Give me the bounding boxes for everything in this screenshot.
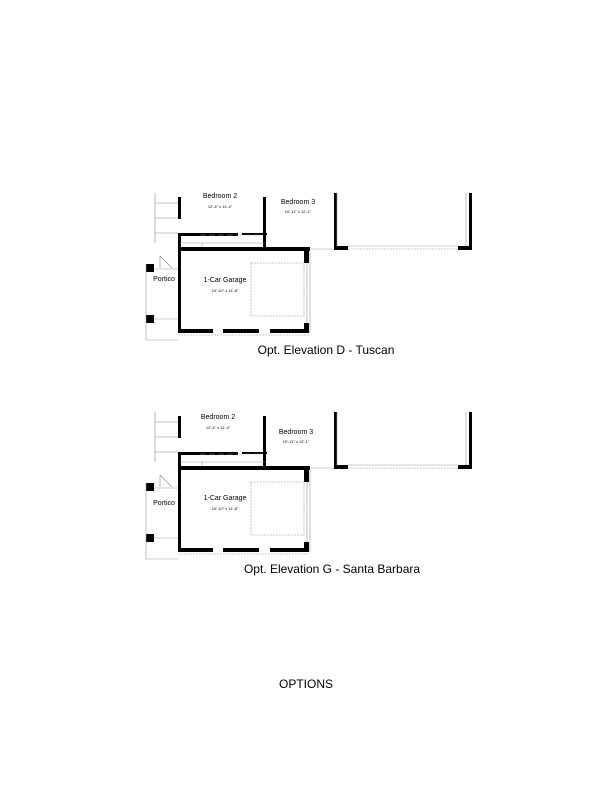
room-dim-garage: 10'-10" x 11'-8" [211,506,239,511]
room-dim-bedroom3: 10'-11" x 12'-1" [282,439,310,444]
room-label-garage: 1-Car Garage [203,495,247,502]
room-dim-bedroom2: 12'-4" x 11'-4" [205,425,231,430]
room-label-portico: Portico [153,276,175,283]
room-label-bedroom3: Bedroom 3 [280,199,316,206]
options-title: OPTIONS [278,677,334,691]
room-label-bedroom2: Bedroom 2 [200,414,236,421]
plan-elevation-d [145,192,473,341]
room-dim-garage: 10'-10" x 11'-8" [211,288,239,293]
room-dim-bedroom3: 10'-11" x 12'-1" [284,209,312,214]
plan-caption: Opt. Elevation G - Santa Barbara [243,562,421,576]
room-label-bedroom2: Bedroom 2 [202,193,238,200]
room-label-garage: 1-Car Garage [203,277,247,284]
room-label-bedroom3: Bedroom 3 [278,429,314,436]
room-dim-bedroom2: 12'-4" x 11'-4" [207,204,233,209]
room-label-portico: Portico [153,500,175,507]
plan-caption: Opt. Elevation D - Tuscan [257,343,395,357]
